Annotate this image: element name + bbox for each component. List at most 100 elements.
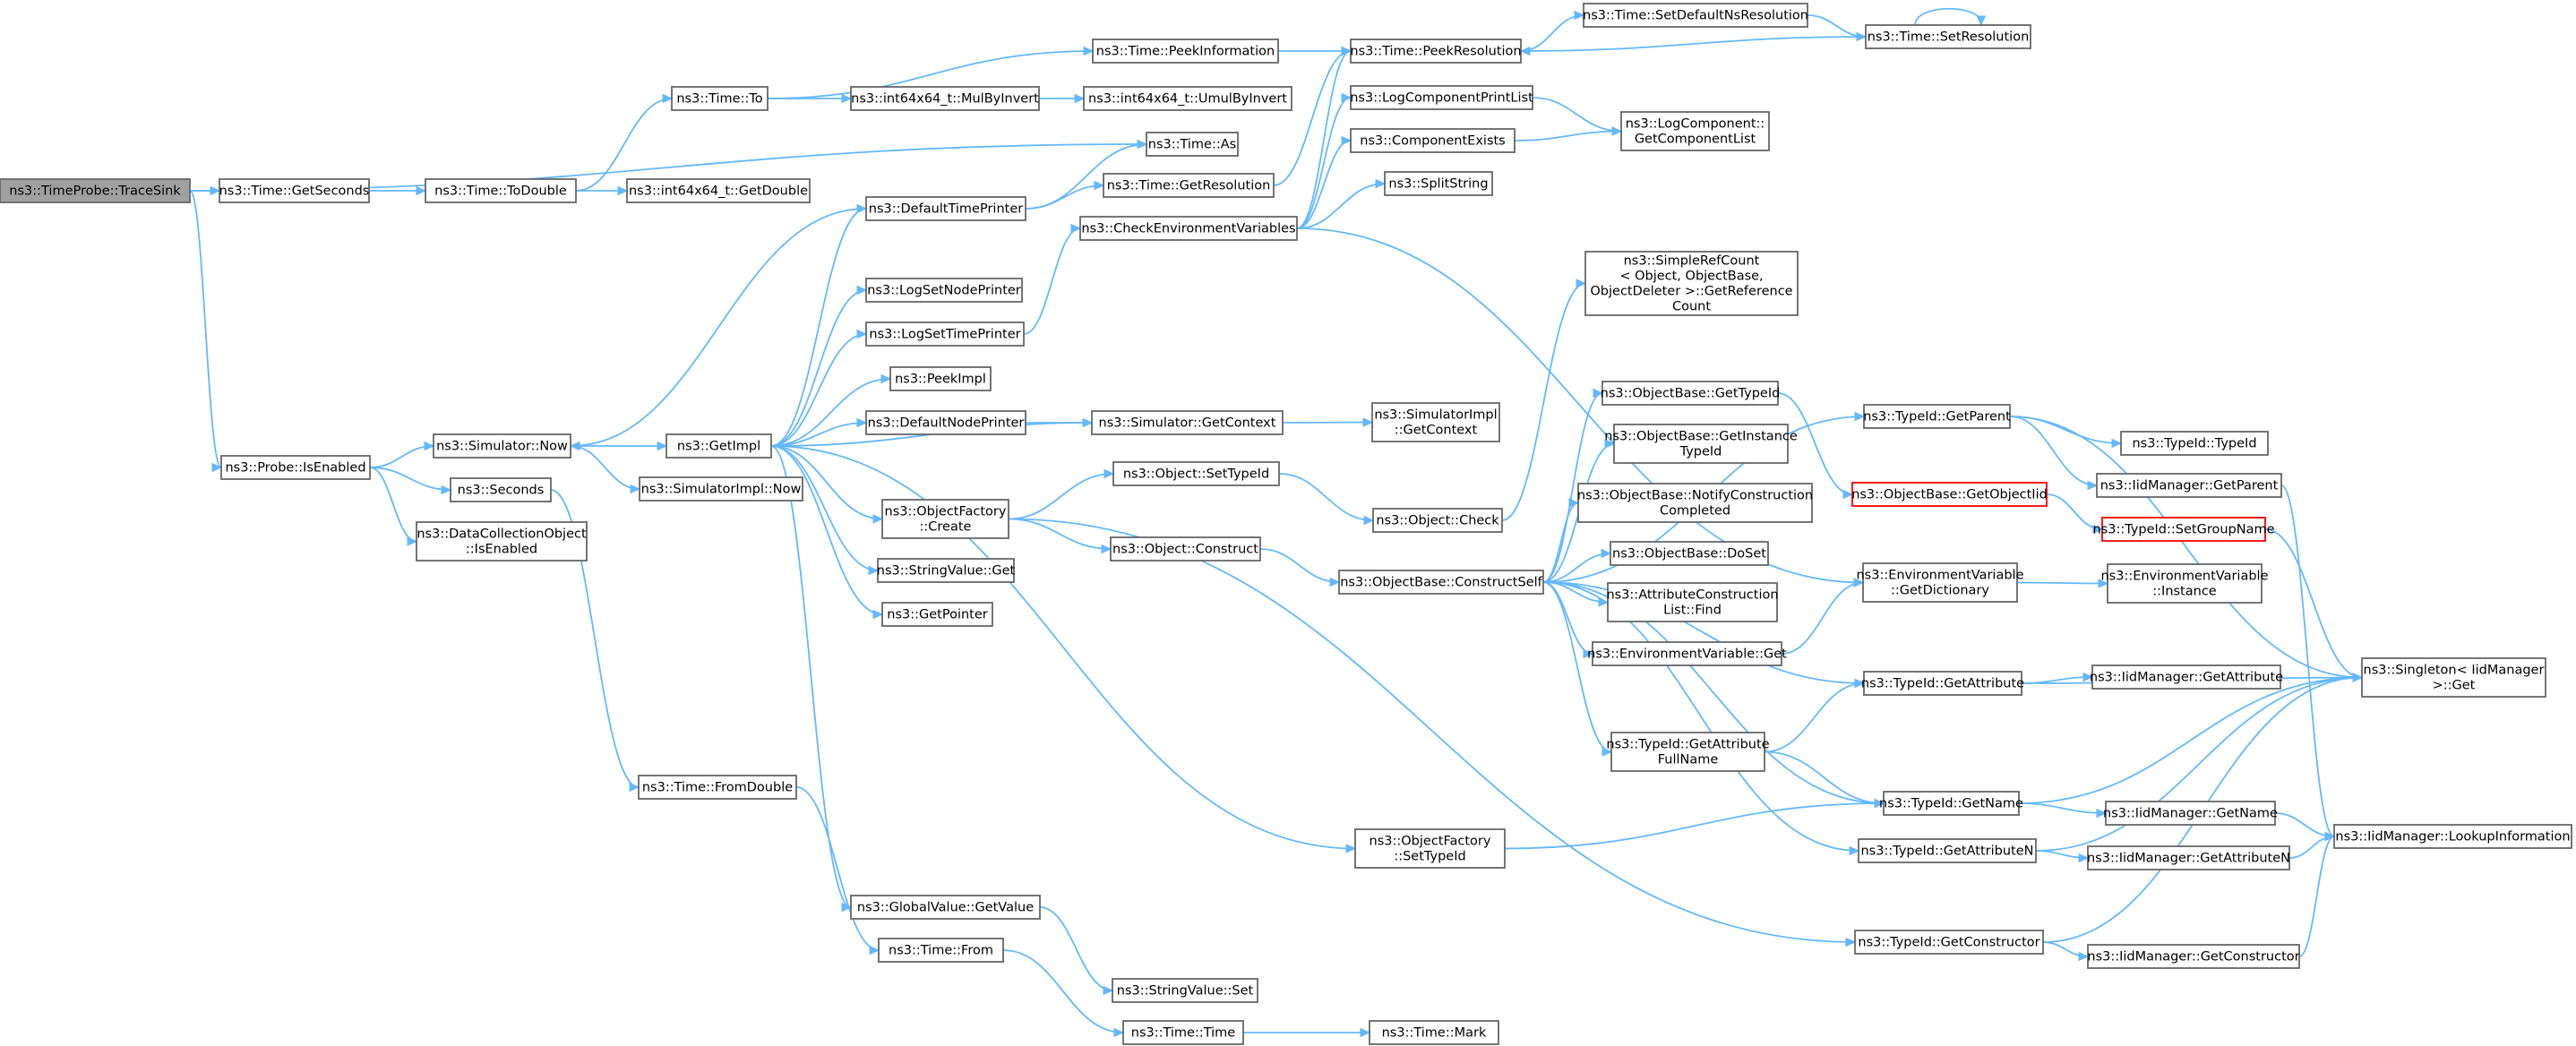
node-mulbyinvert[interactable]: ns3::int64x64_t::MulByInvert bbox=[850, 86, 1040, 111]
node-stringvalueget[interactable]: ns3::StringValue::Get bbox=[877, 558, 1016, 583]
node-splitstring[interactable]: ns3::SplitString bbox=[1384, 171, 1493, 196]
node-iidlookup[interactable]: ns3::IidManager::LookupInformation bbox=[2333, 824, 2572, 849]
node-getpointer[interactable]: ns3::GetPointer bbox=[881, 602, 993, 627]
node-timetime[interactable]: ns3::Time::Time bbox=[1122, 1020, 1244, 1045]
node-todouble[interactable]: ns3::Time::ToDouble bbox=[425, 178, 577, 203]
node-tidgetconstructor[interactable]: ns3::TypeId::GetConstructor bbox=[1854, 930, 2044, 955]
node-iidgetconstructor[interactable]: ns3::IidManager::GetConstructor bbox=[2087, 944, 2300, 969]
node-constructself[interactable]: ns3::ObjectBase::ConstructSelf bbox=[1338, 570, 1544, 595]
node-logtimeprinter[interactable]: ns3::LogSetTimePrinter bbox=[865, 322, 1025, 347]
node-peekinfo[interactable]: ns3::Time::PeekInformation bbox=[1092, 39, 1279, 64]
node-defaulttimeprinter[interactable]: ns3::DefaultTimePrinter bbox=[865, 196, 1026, 221]
node-objfactorysettypeid[interactable]: ns3::ObjectFactory::SetTypeId bbox=[1354, 828, 1506, 869]
node-peekimpl[interactable]: ns3::PeekImpl bbox=[889, 366, 992, 391]
node-dcoisenabled[interactable]: ns3::DataCollectionObject::IsEnabled bbox=[416, 521, 588, 562]
node-timeas[interactable]: ns3::Time::As bbox=[1146, 132, 1239, 157]
node-envgetdict[interactable]: ns3::EnvironmentVariable::GetDictionary bbox=[1856, 562, 2024, 603]
node-simgetcontext[interactable]: ns3::Simulator::GetContext bbox=[1091, 410, 1284, 435]
edge-logcompprint-to-getcomplist bbox=[1532, 97, 1623, 136]
node-label: ::GetContext bbox=[1395, 424, 1478, 438]
node-envget[interactable]: ns3::EnvironmentVariable::Get bbox=[1587, 641, 1787, 666]
node-envinstance[interactable]: ns3::EnvironmentVariable::Instance bbox=[2100, 563, 2269, 604]
node-stringvalueset[interactable]: ns3::StringValue::Set bbox=[1112, 978, 1258, 1003]
node-obnotify[interactable]: ns3::ObjectBase::NotifyConstructionCompl… bbox=[1577, 483, 1813, 523]
node-tidgetparent[interactable]: ns3::TypeId::GetParent bbox=[1863, 404, 2011, 429]
node-simnow[interactable]: ns3::Simulator::Now bbox=[433, 433, 571, 459]
node-box bbox=[1083, 86, 1292, 111]
node-obgetobjectiid[interactable]: ns3::ObjectBase::GetObjectIid bbox=[1851, 482, 2048, 507]
node-timefrom[interactable]: ns3::Time::From bbox=[878, 938, 1004, 963]
node-peekres[interactable]: ns3::Time::PeekResolution bbox=[1350, 39, 1522, 64]
node-globalvaluegetvalue[interactable]: ns3::GlobalValue::GetValue bbox=[850, 895, 1041, 920]
node-to[interactable]: ns3::Time::To bbox=[671, 86, 769, 111]
node-compexists[interactable]: ns3::ComponentExists bbox=[1350, 128, 1516, 153]
edge-peekres-to-setdefaultns bbox=[1520, 10, 1585, 52]
node-obgettypeid[interactable]: ns3::ObjectBase::GetTypeId bbox=[1601, 381, 1781, 406]
node-label: ns3::SimulatorImpl::Now bbox=[641, 483, 802, 497]
node-tidgetattrn[interactable]: ns3::TypeId::GetAttributeN bbox=[1858, 838, 2037, 863]
node-box bbox=[889, 366, 992, 391]
node-singletonget[interactable]: ns3::Singleton< IidManager>::Get bbox=[2361, 657, 2546, 698]
node-box bbox=[1372, 508, 1503, 533]
node-defaultnodeprinter[interactable]: ns3::DefaultNodePrinter bbox=[865, 410, 1026, 435]
node-seconds[interactable]: ns3::Seconds bbox=[450, 477, 552, 502]
node-tidtypeid[interactable]: ns3::TypeId::TypeId bbox=[2120, 431, 2269, 456]
node-getdouble[interactable]: ns3::int64x64_t::GetDouble bbox=[626, 178, 811, 203]
node-timefromdouble[interactable]: ns3::Time::FromDouble bbox=[638, 775, 797, 800]
node-checkenv[interactable]: ns3::CheckEnvironmentVariables bbox=[1079, 216, 1298, 241]
node-label: ::IsEnabled bbox=[466, 543, 537, 557]
node-tidgetattr[interactable]: ns3::TypeId::GetAttribute bbox=[1861, 671, 2024, 696]
node-timemark[interactable]: ns3::Time::Mark bbox=[1369, 1020, 1499, 1045]
node-box bbox=[1079, 216, 1298, 241]
node-iidgetattrn[interactable]: ns3::IidManager::GetAttributeN bbox=[2087, 845, 2290, 870]
node-umulbyinvert[interactable]: ns3::int64x64_t::UmulByInvert bbox=[1083, 86, 1292, 111]
node-tidsetgroupname[interactable]: ns3::TypeId::SetGroupName bbox=[2092, 517, 2275, 542]
node-simimplgetcontext[interactable]: ns3::SimulatorImpl::GetContext bbox=[1371, 402, 1500, 442]
node-box bbox=[1338, 570, 1544, 595]
node-simplerefcount[interactable]: ns3::SimpleRefCount< Object, ObjectBase,… bbox=[1584, 251, 1799, 316]
node-getseconds[interactable]: ns3::Time::GetSeconds bbox=[219, 178, 370, 203]
node-objsettypeid[interactable]: ns3::Object::SetTypeId bbox=[1112, 461, 1280, 486]
node-label: ns3::ObjectBase::NotifyConstruction bbox=[1577, 489, 1813, 503]
edge-peekinfo-to-peekres bbox=[1278, 46, 1352, 56]
node-label: ns3::ObjectBase::GetTypeId bbox=[1601, 387, 1781, 401]
edge-tidgetname-to-iidgetname bbox=[2018, 802, 2108, 819]
node-box bbox=[1092, 39, 1279, 64]
node-logcompprint[interactable]: ns3::LogComponentPrintList bbox=[1350, 85, 1533, 110]
node-iidgetattr[interactable]: ns3::IidManager::GetAttribute bbox=[2090, 664, 2283, 690]
node-simimplnow[interactable]: ns3::SimulatorImpl::Now bbox=[639, 476, 803, 502]
node-setres[interactable]: ns3::Time::SetResolution bbox=[1865, 24, 2031, 49]
node-probeisenabled[interactable]: ns3::Probe::IsEnabled bbox=[220, 455, 371, 480]
node-box bbox=[1091, 410, 1284, 435]
node-iidgetparent[interactable]: ns3::IidManager::GetParent bbox=[2096, 473, 2282, 498]
node-lognodeprinter[interactable]: ns3::LogSetNodePrinter bbox=[865, 278, 1023, 303]
node-box bbox=[2361, 657, 2546, 698]
node-box bbox=[865, 278, 1023, 303]
edge-tidgetattrn-to-iidgetattrn bbox=[2035, 850, 2090, 863]
node-obdoset[interactable]: ns3::ObjectBase::DoSet bbox=[1610, 541, 1769, 566]
edge-objsettypeid-to-objcheck bbox=[1278, 473, 1375, 526]
edge-tidgetattr-to-iidgetattr bbox=[2021, 672, 2094, 684]
node-objcheck[interactable]: ns3::Object::Check bbox=[1372, 508, 1503, 533]
node-iidgetname[interactable]: ns3::IidManager::GetName bbox=[2103, 801, 2278, 826]
node-tidgetname[interactable]: ns3::TypeId::GetName bbox=[1879, 791, 2023, 816]
node-box bbox=[2107, 563, 2263, 604]
node-box bbox=[1350, 85, 1533, 110]
node-tracesink[interactable]: ns3::TimeProbe::TraceSink bbox=[0, 178, 191, 203]
node-box bbox=[450, 477, 552, 502]
node-objconstruct[interactable]: ns3::Object::Construct bbox=[1110, 536, 1261, 562]
node-label: ns3::Time::Time bbox=[1131, 1026, 1236, 1041]
node-getimpl[interactable]: ns3::GetImpl bbox=[665, 433, 772, 459]
node-box bbox=[220, 455, 371, 480]
node-getcomplist[interactable]: ns3::LogComponent::GetComponentList bbox=[1620, 111, 1770, 151]
node-label: ns3::SimpleRefCount bbox=[1624, 254, 1760, 269]
node-box bbox=[1863, 671, 2022, 696]
node-setdefaultns[interactable]: ns3::Time::SetDefaultNsResolution bbox=[1583, 3, 1808, 28]
node-getresolution[interactable]: ns3::Time::GetResolution bbox=[1103, 173, 1275, 198]
node-box bbox=[416, 521, 588, 562]
node-objfactorycreate[interactable]: ns3::ObjectFactory::Create bbox=[881, 499, 1009, 539]
node-box bbox=[1584, 251, 1799, 316]
